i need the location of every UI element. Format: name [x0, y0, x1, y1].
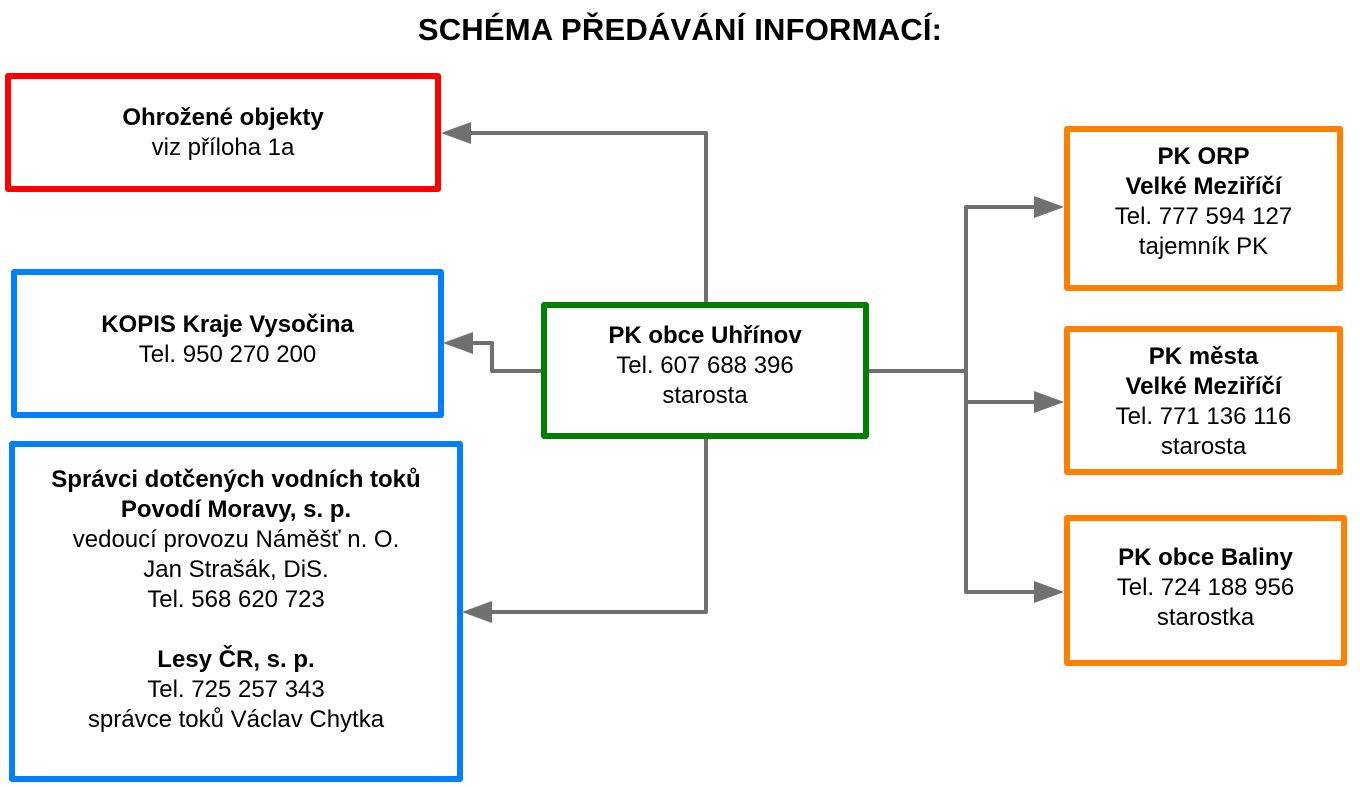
- node-kopis: KOPIS Kraje Vysočina Tel. 950 270 200: [11, 269, 444, 418]
- node-spravci-title: Správci dotčených vodních toků: [51, 466, 421, 493]
- node-spravci-lesy: Lesy ČR, s. p.: [157, 646, 315, 673]
- node-ohrozene-title: Ohrožené objekty: [122, 103, 324, 131]
- arrowhead-ohrozene: [441, 122, 471, 144]
- node-pk-baliny: PK obce Baliny Tel. 724 188 956 starostk…: [1064, 515, 1347, 666]
- edge-center-to-kopis: [472, 341, 541, 373]
- node-orp-role: tajemník PK: [1138, 232, 1269, 260]
- node-orp-city: Velké Meziříčí: [1125, 172, 1282, 200]
- node-spravci-toku: Správci dotčených vodních toků Povodí Mo…: [9, 441, 463, 782]
- edge-center-to-ohrozene: [470, 131, 708, 302]
- node-spravci-role: vedoucí provozu Náměšť n. O.: [72, 526, 400, 553]
- node-ohrozene-note: viz příloha 1a: [151, 133, 295, 161]
- edge-right-bus: [964, 205, 1036, 594]
- arrowhead-mesto: [1034, 391, 1064, 413]
- diagram-title: SCHÉMA PŘEDÁVÁNÍ INFORMACÍ:: [417, 12, 943, 47]
- node-pk-orp: PK ORP Velké Meziříčí Tel. 777 594 127 t…: [1064, 126, 1343, 291]
- node-orp-title: PK ORP: [1157, 142, 1250, 170]
- node-center-uhrinov: PK obce Uhřínov Tel. 607 688 396 starost…: [541, 302, 869, 439]
- node-mesto-title: PK města: [1148, 342, 1259, 370]
- node-ohrozene-objekty: Ohrožené objekty viz příloha 1a: [5, 73, 441, 192]
- node-center-role: starosta: [662, 381, 748, 409]
- node-kopis-phone: Tel. 950 270 200: [138, 340, 317, 368]
- node-mesto-role: starosta: [1160, 432, 1247, 460]
- node-center-title: PK obce Uhřínov: [608, 321, 802, 349]
- edge-center-to-spravci: [490, 438, 708, 614]
- node-mesto-city: Velké Meziříčí: [1125, 372, 1282, 400]
- node-spravci-phone: Tel. 568 620 723: [147, 586, 325, 613]
- node-kopis-title: KOPIS Kraje Vysočina: [101, 310, 354, 338]
- node-spravci-povodi: Povodí Moravy, s. p.: [120, 496, 352, 523]
- node-spravci-lesy-phone: Tel. 725 257 343: [147, 676, 325, 703]
- arrowhead-baliny: [1034, 581, 1064, 603]
- node-center-phone: Tel. 607 688 396: [616, 351, 794, 379]
- arrowhead-orp: [1034, 196, 1064, 218]
- arrowhead-kopis: [443, 332, 473, 354]
- node-pk-mesta: PK města Velké Meziříčí Tel. 771 136 116…: [1064, 326, 1343, 475]
- node-mesto-phone: Tel. 771 136 116: [1115, 402, 1292, 430]
- node-baliny-phone: Tel. 724 188 956: [1116, 573, 1295, 601]
- node-spravci-person: Jan Strašák, DiS.: [143, 556, 329, 583]
- node-spravci-lesy-person: správce toků Václav Chytka: [87, 706, 385, 733]
- node-orp-phone: Tel. 777 594 127: [1114, 202, 1293, 230]
- node-baliny-role: starostka: [1156, 603, 1255, 631]
- arrowhead-spravci: [462, 601, 492, 623]
- node-baliny-title: PK obce Baliny: [1118, 543, 1293, 571]
